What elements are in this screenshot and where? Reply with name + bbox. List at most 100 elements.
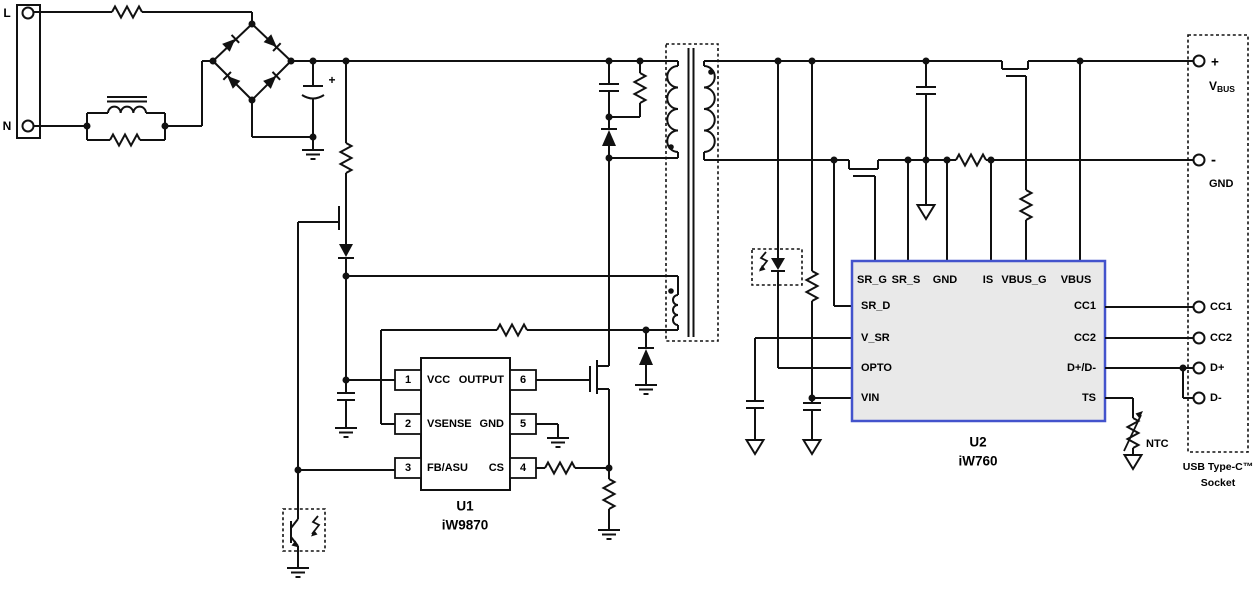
startup-resistor — [339, 142, 353, 174]
vcc-diode — [339, 244, 353, 257]
secondary-ground-icon — [916, 204, 936, 220]
snubber — [599, 57, 678, 162]
choke-winding — [107, 105, 147, 114]
sense-ground-icon — [597, 529, 621, 540]
u1-pin-gnd: GND — [480, 418, 505, 430]
usb-socket: + VBUS - GND CC1 CC2 D+ D- USB Type-C™ S… — [1183, 34, 1253, 489]
vbus-gate-resistor — [1019, 189, 1033, 221]
line-terminal — [21, 6, 35, 20]
u1-pin-cs: CS — [489, 462, 504, 474]
current-sense-resistor — [602, 478, 616, 510]
vin-network — [802, 61, 852, 455]
u1-pin-vcc: VCC — [427, 374, 450, 386]
vbus-switch — [1001, 61, 1081, 261]
light-arrow-icon — [311, 515, 321, 535]
damping-resistor — [109, 133, 141, 147]
u1-pin5-number: 5 — [520, 418, 526, 430]
emi-filter — [33, 60, 213, 147]
vbus-terminal — [1192, 54, 1206, 68]
aux-winding — [672, 294, 679, 326]
vsr-network — [745, 337, 852, 455]
usb-gnd-label: GND — [1209, 178, 1234, 190]
u1-pin-fb: FB/ASU — [427, 462, 468, 474]
neutral-label: N — [3, 119, 12, 133]
vin-ground-icon — [802, 439, 822, 455]
opto-led-diode — [771, 258, 785, 270]
u2-part: iW760 — [958, 454, 997, 469]
aux-clamp-diode — [639, 349, 653, 365]
u1-part: iW9870 — [442, 518, 489, 533]
neutral-terminal — [21, 119, 35, 133]
u1-pin6-number: 6 — [520, 374, 526, 386]
is-sense-resistor — [955, 153, 987, 167]
u2-pin-is: IS — [983, 274, 993, 286]
light-arrow-icon — [759, 251, 769, 271]
usb-vbus-label: VBUS — [1209, 79, 1235, 94]
fuse — [33, 5, 253, 24]
gnd-terminal — [1192, 153, 1206, 167]
u1-pin1-number: 1 — [405, 374, 411, 386]
u2-pin-cc2: CC2 — [1074, 332, 1096, 344]
transformer — [665, 43, 719, 342]
primary-polarity-dot — [668, 144, 674, 150]
bridge-rectifier — [209, 20, 313, 138]
sr-mosfet — [833, 160, 879, 307]
u2-pin-ts: TS — [1082, 392, 1096, 404]
u2-pin-srd: SR_D — [861, 300, 890, 312]
fuse-resistor — [111, 5, 143, 19]
ntc-ground-icon — [1123, 454, 1143, 470]
usb-cc1-label: CC1 — [1210, 301, 1232, 313]
u2-ref: U2 — [969, 435, 986, 450]
u2-pin-vin: VIN — [861, 392, 879, 404]
line-label: L — [3, 6, 10, 20]
aux-circuit — [346, 275, 678, 424]
cc1-terminal — [1192, 300, 1206, 314]
usb-caption-line1: USB Type-C™ — [1183, 461, 1253, 473]
u2-top-columns — [907, 160, 992, 261]
u2-pin-gnd: GND — [933, 274, 958, 286]
u2-pin-vbusg: VBUS_G — [1001, 274, 1046, 286]
u1-controller: 1 2 3 6 5 4 VCC VSENSE FB/ASU OUTPUT GND… — [294, 357, 609, 533]
u2-pin-srs: SR_S — [892, 274, 921, 286]
vsr-ground-icon — [745, 439, 765, 455]
u1-pin4-number: 4 — [520, 462, 527, 474]
usb-vbus-v: V — [1209, 79, 1217, 93]
u2-pin-opto: OPTO — [861, 362, 892, 374]
output-capacitor — [916, 61, 936, 220]
secondary-polarity-dot — [708, 69, 714, 75]
u1-ref: U1 — [456, 499, 474, 514]
u2-pin-cc1: CC1 — [1074, 300, 1096, 312]
u2-right-wires — [1105, 306, 1193, 399]
dminus-terminal — [1192, 391, 1206, 405]
u1-gnd-ground-icon — [546, 437, 570, 448]
usb-dminus-label: D- — [1210, 392, 1222, 404]
u2-pin-dpdm: D+/D- — [1067, 362, 1096, 374]
opto-ground-icon — [286, 567, 310, 578]
vcc-cap-ground-icon — [334, 427, 358, 438]
secondary-winding — [703, 65, 716, 153]
ntc-label: NTC — [1146, 438, 1169, 450]
cs-resistor — [544, 461, 576, 475]
aux-polarity-dot — [668, 288, 674, 294]
aux-diode-ground-icon — [634, 384, 658, 395]
bulk-cap-plus: + — [328, 73, 335, 87]
usb-vbus-sub: BUS — [1217, 84, 1235, 94]
usb-minus-label: - — [1211, 152, 1216, 169]
bulk-capacitor: + — [301, 57, 336, 160]
snubber-diode — [602, 130, 616, 146]
usb-dplus-label: D+ — [1210, 362, 1224, 374]
u1-pin3-number: 3 — [405, 462, 411, 474]
ac-input-connector: L N — [3, 4, 41, 139]
usb-plus-label: + — [1211, 55, 1219, 70]
ntc-thermistor: NTC — [1123, 398, 1169, 470]
u1-pin-vsense: VSENSE — [427, 418, 472, 430]
u1-pin2-number: 2 — [405, 418, 411, 430]
vsense-resistor — [496, 323, 528, 337]
primary-ground-icon — [301, 149, 325, 160]
usb-cc2-label: CC2 — [1210, 332, 1232, 344]
usb-caption-line2: Socket — [1201, 477, 1236, 489]
u2-pin-vbus: VBUS — [1061, 274, 1092, 286]
u2-pin-vsr: V_SR — [861, 332, 890, 344]
